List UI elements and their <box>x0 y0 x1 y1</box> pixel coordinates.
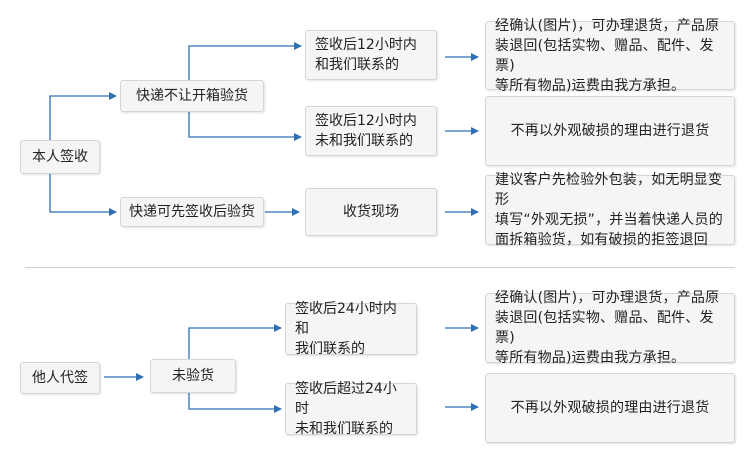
node-cond-over-24h: 签收后超过24小时 未和我们联系的 <box>285 381 417 437</box>
node-cond-24h-contacted: 签收后24小时内和 我们联系的 <box>285 301 417 357</box>
node-label: 快递可先签收后验货 <box>129 204 255 220</box>
section-divider <box>25 267 735 268</box>
node-proxy-signed: 他人代签 <box>20 362 100 394</box>
node-line: 和我们联系的 <box>315 57 399 73</box>
node-not-inspected: 未验货 <box>150 359 236 393</box>
node-line: 我们联系的 <box>295 341 365 357</box>
node-line: 签收后24小时内和 <box>295 301 397 337</box>
node-sign-then-inspect: 快递可先签收后验货 <box>120 197 264 227</box>
result-line: 装退回(包括实物、赠品、配件、发票) <box>495 37 714 74</box>
result-no-return-2: 不再以外观破损的理由进行退货 <box>485 373 735 443</box>
node-cond-12h-not-contacted: 签收后12小时内 未和我们联系的 <box>305 106 437 156</box>
node-label: 未验货 <box>172 368 214 384</box>
node-label: 本人签收 <box>32 149 88 165</box>
result-return-approved-2: 经确认(图片)，可办理退货，产品原 装退回(包括实物、赠品、配件、发票) 等所有… <box>485 290 735 366</box>
result-text: 不再以外观破损的理由进行退货 <box>510 400 710 416</box>
result-text: 不再以外观破损的理由进行退货 <box>510 123 710 139</box>
result-line: 经确认(图片)，可办理退货，产品原 <box>495 290 720 306</box>
result-line: 经确认(图片)，可办理退货，产品原 <box>495 17 720 34</box>
result-inspect-advice: 建议客户先检验外包装，如无明显变形 填写“外观无损”，并当着快递人员的 面拆箱验… <box>485 172 735 248</box>
node-line: 未和我们联系的 <box>315 133 413 149</box>
node-cond-12h-contacted: 签收后12小时内 和我们联系的 <box>305 30 437 80</box>
node-label: 收货现场 <box>343 204 399 220</box>
result-return-approved: 经确认(图片)，可办理退货，产品原 装退回(包括实物、赠品、配件、发票) 等所有… <box>485 18 735 94</box>
result-line: 装退回(包括实物、赠品、配件、发票) <box>495 310 714 346</box>
node-line: 未和我们联系的 <box>295 421 393 437</box>
result-line: 等所有物品)运费由我方承担。 <box>495 350 686 366</box>
node-label: 快递不让开箱验货 <box>136 88 248 104</box>
result-no-return: 不再以外观破损的理由进行退货 <box>485 96 735 166</box>
node-line: 签收后超过24小时 <box>295 381 397 417</box>
node-line: 签收后12小时内 <box>315 37 417 53</box>
node-self-signed: 本人签收 <box>20 140 100 174</box>
result-line: 填写“外观无损”，并当着快递人员的 <box>495 212 723 228</box>
node-on-site-receipt: 收货现场 <box>305 188 437 236</box>
result-line: 等所有物品)运费由我方承担。 <box>495 77 686 94</box>
node-line: 签收后12小时内 <box>315 113 417 129</box>
node-no-unbox-inspection: 快递不让开箱验货 <box>120 80 264 112</box>
result-line: 建议客户先检验外包装，如无明显变形 <box>495 172 723 208</box>
node-label: 他人代签 <box>32 370 88 386</box>
result-line: 面拆箱验货，如有破损的拒签退回 <box>495 232 708 248</box>
